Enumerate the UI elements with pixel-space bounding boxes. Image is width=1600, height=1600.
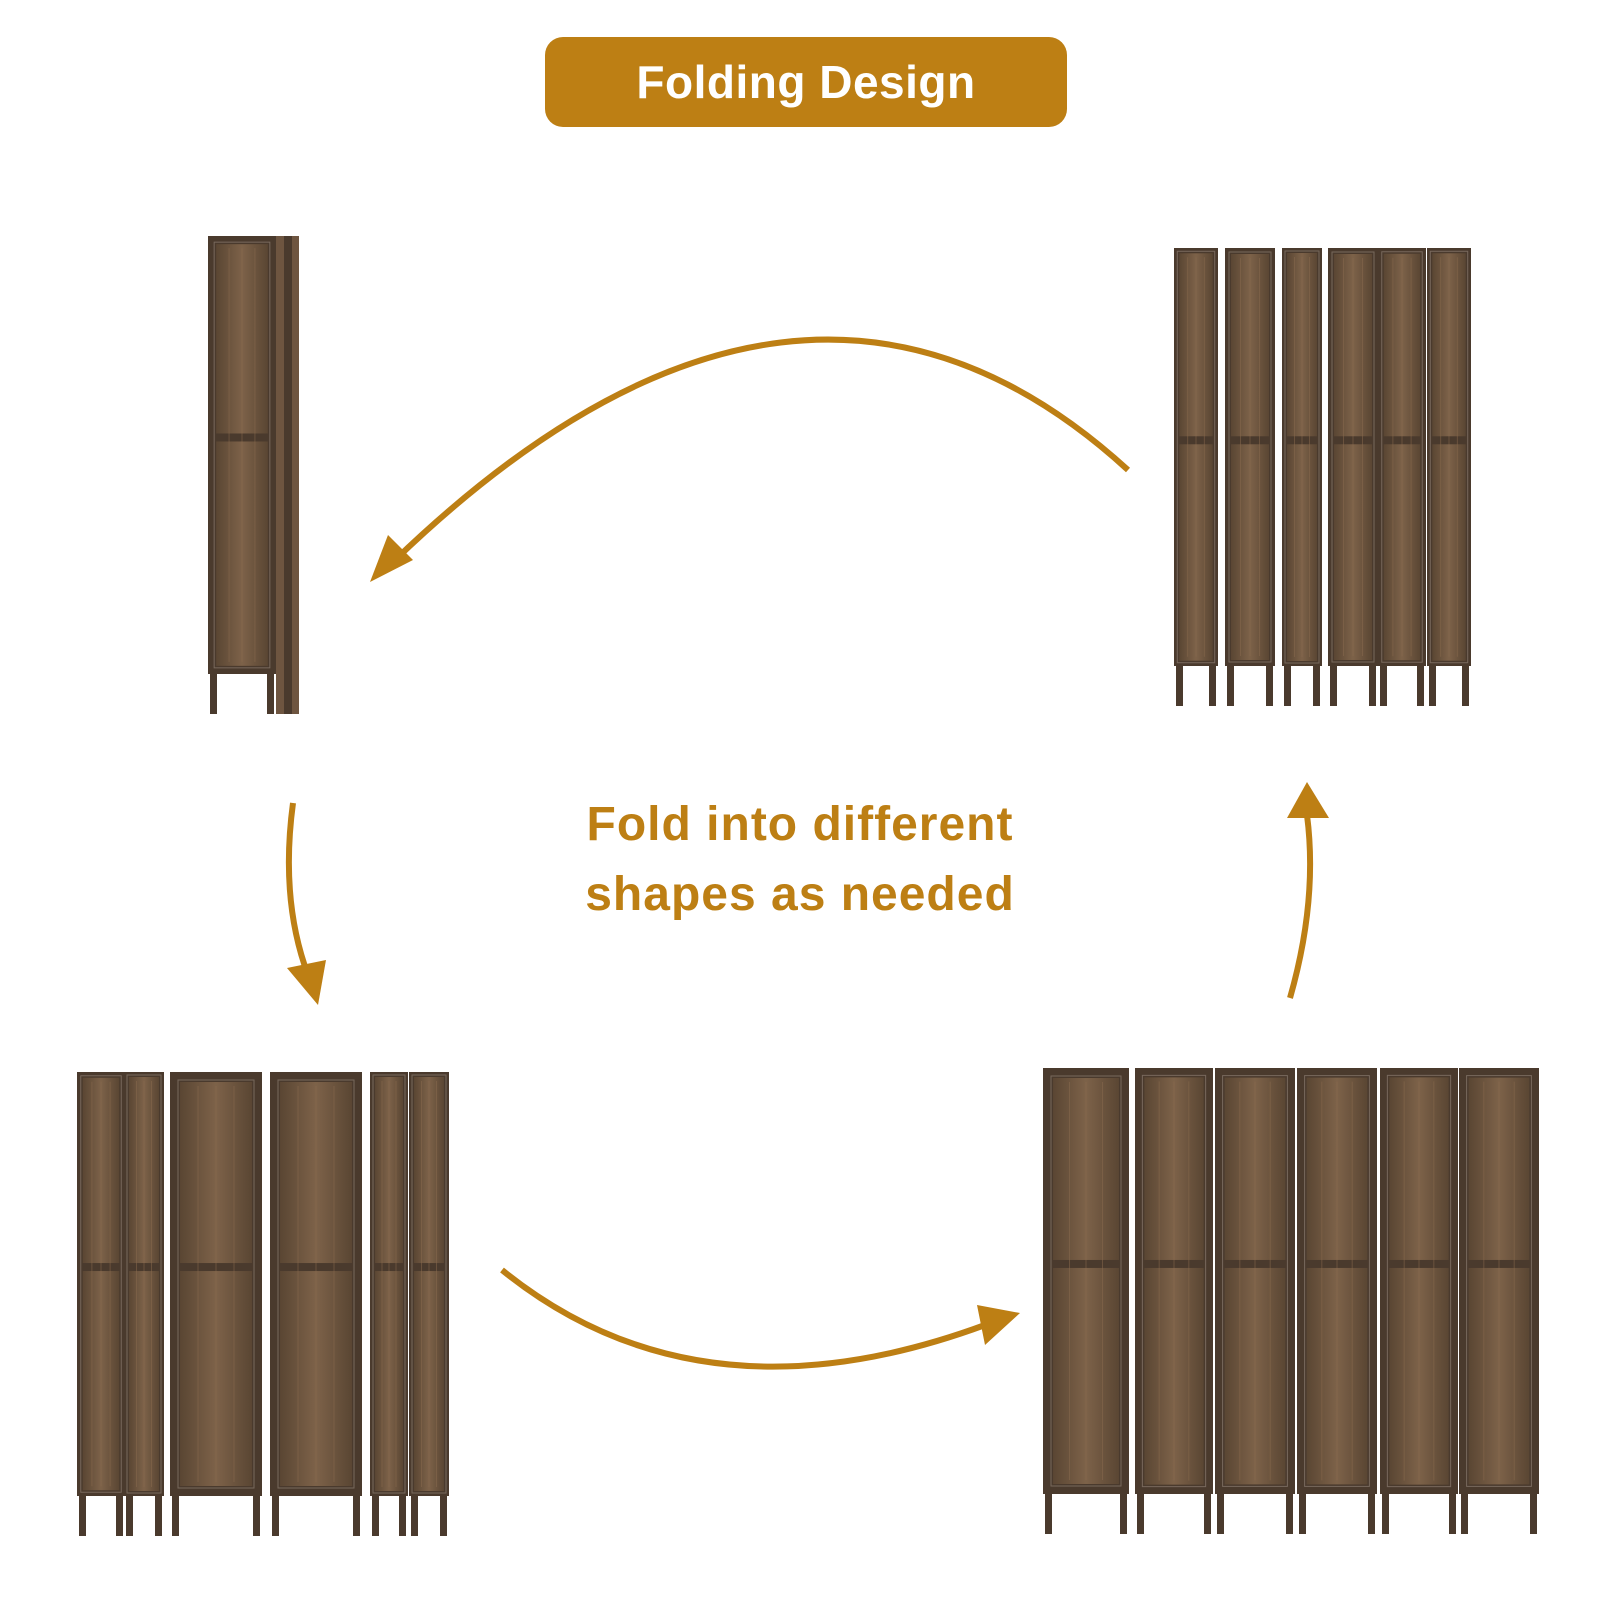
open-screen-top-right-image (1174, 248, 1471, 706)
wood-panel (1297, 1068, 1377, 1534)
wood-panel (1459, 1068, 1539, 1534)
arrow-top (370, 336, 1131, 582)
title-badge: Folding Design (545, 37, 1067, 127)
arrow-bottom (500, 1267, 1020, 1370)
flat-screen-bottom-right-image (1043, 1068, 1539, 1534)
wood-panel (1215, 1068, 1295, 1534)
wood-panel (1135, 1068, 1213, 1534)
wood-panel (409, 1072, 449, 1536)
wood-panel (1174, 248, 1218, 706)
arrow-left (285, 802, 326, 1005)
caption-line-1: Fold into different (586, 798, 1014, 851)
wood-panel (1378, 248, 1426, 706)
page-title: Folding Design (636, 56, 976, 108)
wood-panel (77, 1072, 125, 1536)
caption-line-2: shapes as needed (585, 868, 1015, 921)
arrow-right (1287, 782, 1329, 999)
caption-text: Fold into different shapes as needed (520, 790, 1080, 930)
folded-screen-image (208, 236, 299, 714)
wood-panel (370, 1072, 408, 1536)
wood-panel (1328, 248, 1378, 706)
wood-panel (1043, 1068, 1129, 1534)
wood-panel (208, 236, 276, 714)
wood-panel (1380, 1068, 1458, 1534)
wood-panel (270, 1072, 362, 1536)
wood-panel (1225, 248, 1275, 706)
wood-panel (1427, 248, 1471, 706)
angled-screen-bottom-left-image (77, 1072, 449, 1536)
wood-panel (1282, 248, 1322, 706)
wood-panel (124, 1072, 164, 1536)
wood-panel (170, 1072, 262, 1536)
